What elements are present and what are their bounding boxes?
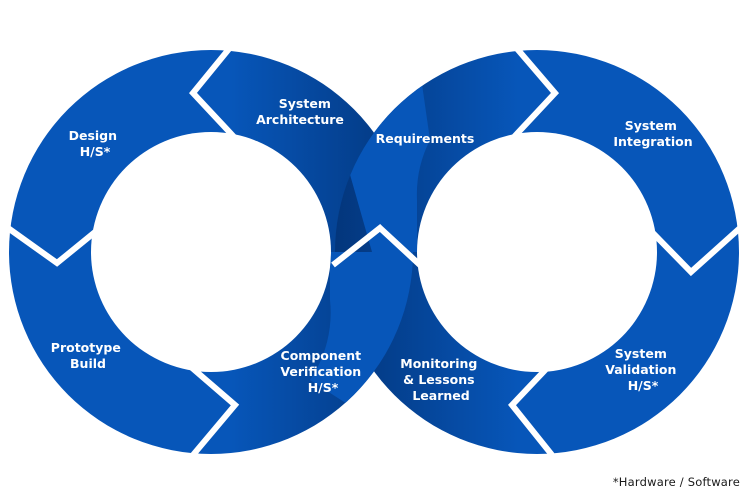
chevron-arrow-icon	[508, 364, 555, 457]
chevron-arrow-icon	[189, 364, 240, 457]
chevron-arrow-icon	[510, 42, 560, 141]
chevron-arrow-icon	[645, 225, 743, 277]
stage-design: Design H/S*	[69, 128, 122, 159]
stage-monitoring-lessons-learned: Monitoring & Lessons Learned	[400, 356, 481, 403]
chevron-arrow-icon	[6, 225, 102, 267]
chevron-arrow-icon	[331, 224, 423, 268]
footnote-hardware-software: *Hardware / Software	[612, 475, 740, 489]
stage-system-integration: System Integration	[613, 118, 692, 149]
chevron-arrow-icon	[189, 42, 238, 141]
stage-prototype-build: Prototype Build	[51, 340, 125, 371]
stage-requirements: Requirements	[376, 131, 475, 146]
stage-labels: System Architecture Design H/S* Prototyp…	[51, 96, 693, 403]
crossing-overlay	[310, 70, 430, 420]
chevron-separators	[6, 42, 743, 457]
stage-system-architecture: System Architecture	[256, 96, 344, 127]
stage-component-verification: Component Verification H/S*	[280, 348, 365, 395]
stage-system-validation: System Validation H/S*	[605, 346, 680, 393]
